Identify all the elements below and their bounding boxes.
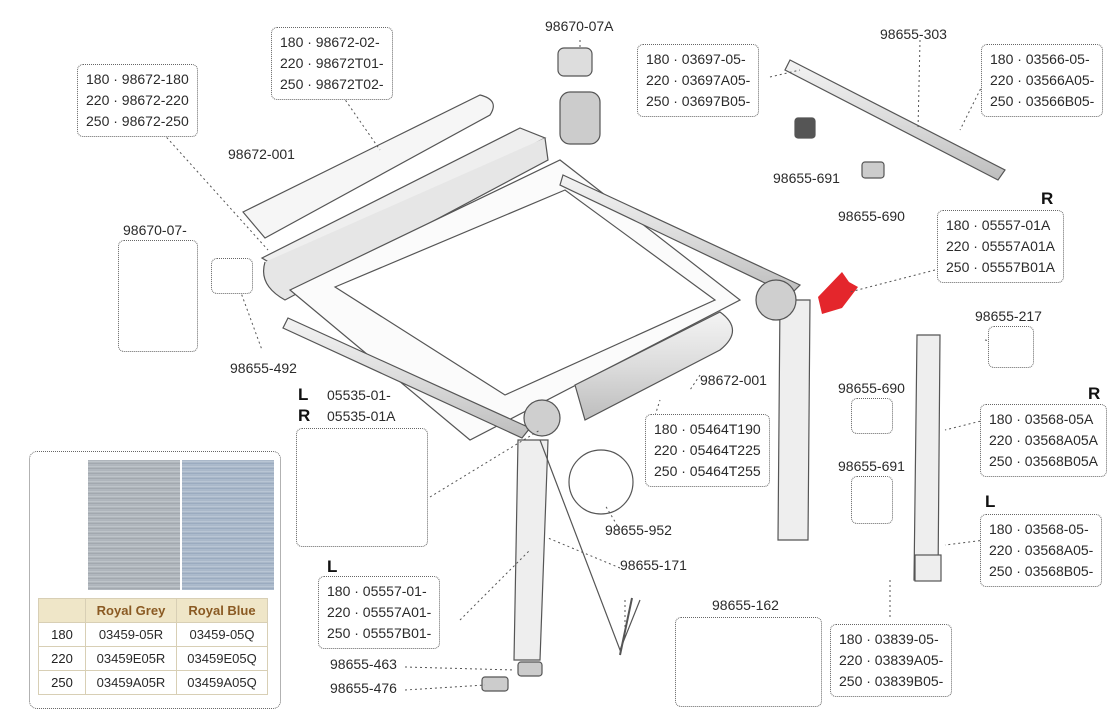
cap-part-label: 98672-001 (228, 146, 295, 162)
clip-691-mid-label: 98655-691 (838, 458, 905, 474)
clip-690-top-label: 98655-690 (838, 208, 905, 224)
table-header-royal-grey: Royal Grey (85, 598, 177, 623)
front-profile-180: 180 · 98672-02- (280, 34, 380, 50)
table-cell-royal-blue: 03459A05Q (176, 670, 268, 695)
table-cell-royal-grey: 03459-05R (85, 622, 177, 647)
roller-profile-250: 250 · 03697B05- (646, 93, 751, 109)
leg-r-callout: 180 · 05557-01A 220 · 05557A01A 250 · 05… (937, 210, 1064, 283)
support-r-220: 220 · 03568A05A (989, 432, 1098, 448)
leg-l-220: 220 · 05557A01- (327, 604, 432, 620)
bracket-217-box (988, 326, 1034, 368)
table-cell-size: 180 (38, 622, 86, 647)
foot-plate-250: 250 · 03839B05- (839, 673, 944, 689)
roller-profile-220: 220 · 03697A05- (646, 72, 751, 88)
leg-r-side-marker: R (1041, 189, 1054, 208)
royal-grey-swatch (88, 460, 180, 590)
support-r-side-marker: R (1088, 384, 1101, 403)
roller-profile-callout: 180 · 03697-05- 220 · 03697A05- 250 · 03… (637, 44, 760, 117)
leg-l-callout: 180 · 05557-01- 220 · 05557A01- 250 · 05… (318, 576, 441, 649)
foot-plate-180: 180 · 03839-05- (839, 631, 939, 647)
table-row: 220 03459E05R 03459E05Q (38, 646, 268, 671)
support-l-callout: 180 · 03568-05- 220 · 03568A05- 250 · 03… (980, 514, 1103, 587)
head-l-code: 05535-01- (327, 387, 391, 403)
front-profile-250: 250 · 98672T02- (280, 76, 384, 92)
support-l-180: 180 · 03568-05- (989, 521, 1089, 537)
clip-691-mid-box (851, 476, 893, 524)
top-rail-part-label: 98655-303 (880, 26, 947, 42)
table-cell-royal-grey: 03459A05R (85, 670, 177, 695)
support-r-180: 180 · 03568-05A (989, 411, 1094, 427)
fabric-tube-180: 180 · 05464T190 (654, 421, 761, 437)
table-header-royal-blue: Royal Blue (176, 598, 268, 623)
clip-690-mid-label: 98655-690 (838, 380, 905, 396)
cassette-180: 180 · 98672-180 (86, 71, 189, 87)
table-cell-royal-blue: 03459E05Q (176, 646, 268, 671)
fabric-code-table: Royal Grey Royal Blue 180 03459-05R 0345… (38, 598, 268, 695)
table-row: 250 03459A05R 03459A05Q (38, 670, 268, 695)
fabric-tube-callout: 180 · 05464T190 220 · 05464T225 250 · 05… (645, 414, 770, 487)
clip-691-top-label: 98655-691 (773, 170, 840, 186)
leg-l-180: 180 · 05557-01- (327, 583, 427, 599)
leg-r-250: 250 · 05557B01A (946, 259, 1055, 275)
head-r-side-marker: R (298, 406, 311, 425)
fabric-swatch-panel: Royal Grey Royal Blue 180 03459-05R 0345… (29, 451, 281, 709)
rafter-arm-180: 180 · 03566-05- (990, 51, 1090, 67)
bracket-492-box (211, 258, 253, 294)
leg-r-220: 220 · 05557A01A (946, 238, 1055, 254)
end-cap-l-label: 98670-07- (123, 222, 187, 238)
table-header-row: Royal Grey Royal Blue (38, 598, 268, 623)
support-l-side-marker: L (985, 492, 996, 511)
rafter-arm-220: 220 · 03566A05- (990, 72, 1095, 88)
table-row: 180 03459-05R 03459-05Q (38, 622, 268, 647)
rafter-arm-250: 250 · 03566B05- (990, 93, 1095, 109)
tie-kit-162-label: 98655-162 (712, 597, 779, 613)
front-profile-callout: 180 · 98672-02- 220 · 98672T01- 250 · 98… (271, 27, 393, 100)
foot-463-label: 98655-463 (330, 656, 397, 672)
cassette-callout: 180 · 98672-180 220 · 98672-220 250 · 98… (77, 64, 198, 137)
head-r-code: 05535-01A (327, 408, 396, 424)
end-cap-r-label: 98670-07A (545, 18, 614, 34)
cassette-220: 220 · 98672-220 (86, 92, 189, 108)
table-cell-royal-blue: 03459-05Q (176, 622, 268, 647)
rafter-arm-callout: 180 · 03566-05- 220 · 03566A05- 250 · 03… (981, 44, 1104, 117)
front-profile-220: 220 · 98672T01- (280, 55, 384, 71)
cap-part-2-label: 98672-001 (700, 372, 767, 388)
fabric-tube-220: 220 · 05464T225 (654, 442, 761, 458)
support-l-220: 220 · 03568A05- (989, 542, 1094, 558)
support-l-250: 250 · 03568B05- (989, 563, 1094, 579)
roller-profile-180: 180 · 03697-05- (646, 51, 746, 67)
bracket-217-label: 98655-217 (975, 308, 1042, 324)
tie-171-label: 98655-171 (620, 557, 687, 573)
table-cell-size: 220 (38, 646, 86, 671)
pin-952-label: 98655-952 (605, 522, 672, 538)
foot-476-label: 98655-476 (330, 680, 397, 696)
clip-690-mid-box (851, 398, 893, 434)
tie-kit-162-box (675, 617, 822, 707)
royal-blue-swatch (182, 460, 274, 590)
support-r-250: 250 · 03568B05A (989, 453, 1098, 469)
leg-l-250: 250 · 05557B01- (327, 625, 432, 641)
end-cap-l-parts-box (118, 240, 198, 352)
support-r-callout: 180 · 03568-05A 220 · 03568A05A 250 · 03… (980, 404, 1107, 477)
fabric-tube-250: 250 · 05464T255 (654, 463, 761, 479)
foot-plate-220: 220 · 03839A05- (839, 652, 944, 668)
table-header-size (38, 598, 86, 623)
head-l-side-marker: L (298, 385, 309, 404)
leg-l-side-marker: L (327, 557, 338, 576)
foot-plate-callout: 180 · 03839-05- 220 · 03839A05- 250 · 03… (830, 624, 953, 697)
bracket-492-label: 98655-492 (230, 360, 297, 376)
leg-r-180: 180 · 05557-01A (946, 217, 1051, 233)
table-cell-size: 250 (38, 670, 86, 695)
cassette-250: 250 · 98672-250 (86, 113, 189, 129)
head-parts-box (296, 428, 428, 547)
table-cell-royal-grey: 03459E05R (85, 646, 177, 671)
